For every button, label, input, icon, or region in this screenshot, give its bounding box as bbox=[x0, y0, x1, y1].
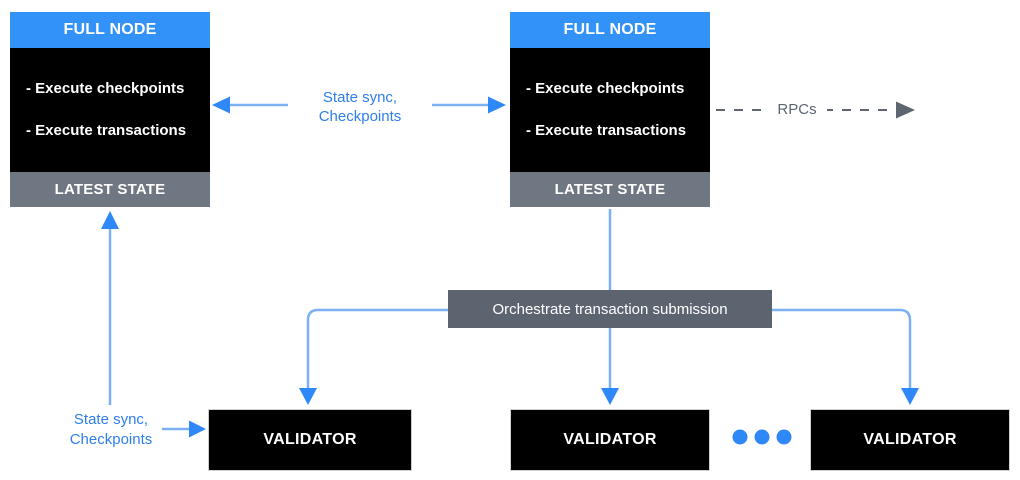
full-node-right-footer: LATEST STATE bbox=[510, 172, 710, 207]
ellipsis-dots-icon bbox=[732, 429, 792, 445]
state-sync-label-top: State sync, Checkpoints bbox=[288, 88, 432, 126]
sync-bottom-arrow-head-icon bbox=[189, 420, 206, 438]
validator-box-3: VALIDATOR bbox=[810, 409, 1010, 471]
rpc-arrow-head-icon bbox=[896, 101, 915, 119]
left-validator-arrow-head-icon bbox=[299, 388, 317, 405]
middle-validator-arrow-head-icon bbox=[601, 388, 619, 405]
full-node-item: - Execute checkpoints bbox=[26, 80, 185, 97]
rpc-label: RPCs bbox=[767, 100, 827, 120]
full-node-right-body: - Execute checkpoints - Execute transact… bbox=[510, 48, 710, 172]
orchestrate-left-branch bbox=[306, 308, 448, 390]
right-validator-arrow-head-icon bbox=[901, 388, 919, 405]
full-node-right: FULL NODE - Execute checkpoints - Execut… bbox=[510, 12, 710, 207]
validator-box-1: VALIDATOR bbox=[208, 409, 412, 471]
full-node-left-footer: LATEST STATE bbox=[10, 172, 210, 207]
ellipsis-dot bbox=[776, 429, 792, 445]
full-node-left-body: - Execute checkpoints - Execute transact… bbox=[10, 48, 210, 172]
full-node-right-title: FULL NODE bbox=[510, 12, 710, 48]
sync-arrow-head-left-icon bbox=[212, 96, 230, 114]
validator-box-2: VALIDATOR bbox=[510, 409, 710, 471]
full-node-item: - Execute checkpoints bbox=[526, 80, 685, 97]
full-node-left-title: FULL NODE bbox=[10, 12, 210, 48]
orchestrate-right-branch bbox=[772, 308, 912, 390]
orchestrator-box: Orchestrate transaction submission bbox=[448, 290, 772, 328]
state-sync-label-bottom: State sync, Checkpoints bbox=[69, 411, 153, 448]
full-node-item: - Execute transactions bbox=[26, 122, 187, 139]
ellipsis-dot bbox=[732, 429, 748, 445]
sync-arrow-head-right-icon bbox=[488, 96, 506, 114]
state-up-arrow-head-icon bbox=[101, 211, 119, 229]
full-node-item: - Execute transactions bbox=[526, 122, 687, 139]
ellipsis-dot bbox=[754, 429, 770, 445]
full-node-left: FULL NODE - Execute checkpoints - Execut… bbox=[10, 12, 210, 207]
